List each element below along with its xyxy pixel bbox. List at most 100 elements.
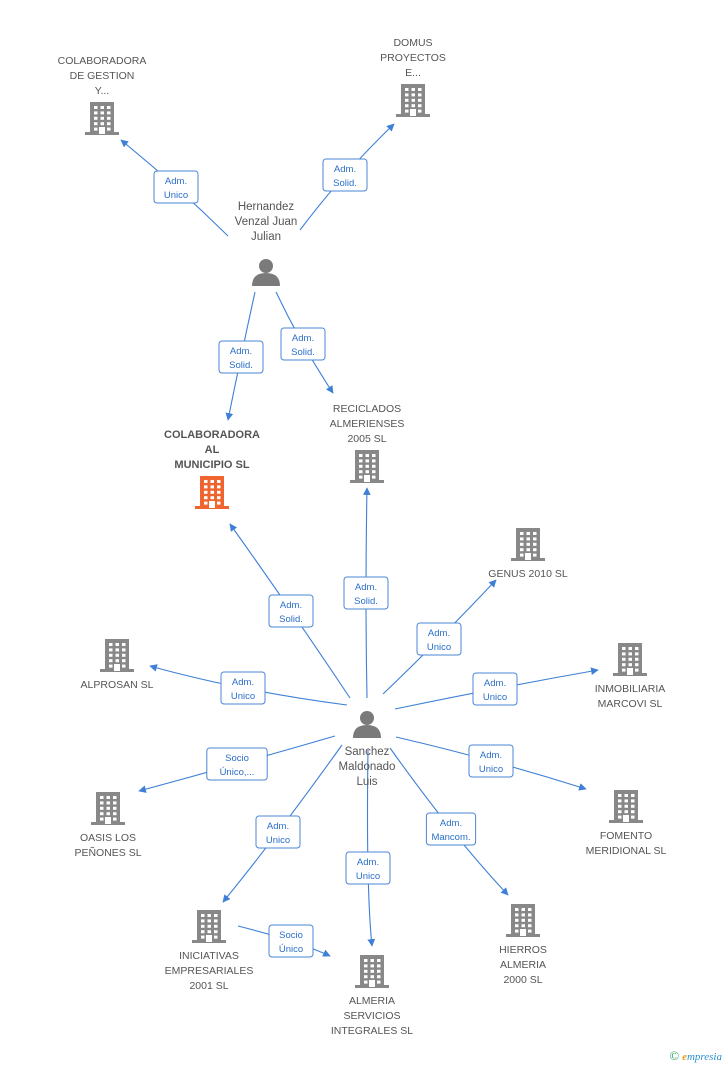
node-label: AL	[205, 444, 220, 456]
node-label: EMPRESARIALES	[165, 965, 254, 977]
edge-label-text: Solid.	[229, 360, 253, 371]
edge-label-text: Socio	[279, 930, 303, 941]
edge-label-text: Solid.	[354, 596, 378, 607]
node-alprosan[interactable]: ALPROSAN SL	[81, 639, 154, 691]
edge-label[interactable]: Adm.Unico	[416, 622, 462, 656]
building-icon	[350, 450, 384, 483]
node-label: HIERROS	[499, 944, 547, 956]
node-label: ALMERIENSES	[330, 418, 405, 430]
node-label: MARCOVI SL	[598, 698, 663, 710]
edge-label-box	[153, 170, 199, 204]
edge-label-text: Adm.	[165, 176, 187, 187]
edge-label[interactable]: Adm. Mancom.	[425, 812, 477, 846]
node-label: FOMENTO	[600, 830, 652, 842]
edge-label-box	[268, 924, 314, 958]
edge-label[interactable]: Adm.Unico	[472, 672, 518, 706]
edge-label-text: Unico	[483, 692, 507, 703]
node-label: 2005 SL	[347, 433, 386, 445]
brand-footer[interactable]: © empresia	[669, 1048, 722, 1064]
node-label: INMOBILIARIA	[595, 683, 666, 695]
node-label: Sanchez	[345, 746, 390, 758]
edge-label-text: Solid.	[279, 614, 303, 625]
edge-label-box	[468, 744, 514, 778]
node-label: Luis	[356, 776, 377, 788]
edge-label-text: Adm.	[292, 333, 314, 344]
edge-label-text: Adm.	[355, 582, 377, 593]
edge-label[interactable]: Adm. Solid.	[268, 594, 314, 628]
edge-label[interactable]: Adm. Solid.	[280, 327, 326, 361]
node-label: ALPROSAN SL	[81, 679, 154, 691]
edge-label[interactable]: Adm. Solid.	[218, 340, 264, 374]
node-label: SERVICIOS	[344, 1010, 401, 1022]
person-icon	[252, 259, 280, 286]
building-icon	[100, 639, 134, 672]
node-reciclados[interactable]: RECICLADOS ALMERIENSES 2005 SL	[330, 403, 405, 483]
node-label: Y...	[95, 85, 109, 97]
edge-label[interactable]: Adm.Unico	[345, 851, 391, 885]
edge-label-box	[343, 576, 389, 610]
node-label: DOMUS	[393, 37, 432, 49]
edge-label-text: Único	[279, 944, 303, 955]
edge-label-text: Adm.	[267, 821, 289, 832]
node-label: Maldonado	[339, 761, 396, 773]
node-domus[interactable]: DOMUSPROYECTOSE...	[380, 37, 446, 117]
edge-label-text: Solid.	[333, 178, 357, 189]
edge-label[interactable]: Adm. Unico	[220, 671, 266, 705]
edge-label-text: Unico	[231, 691, 255, 702]
building-icon	[609, 790, 643, 823]
edge-label-box	[218, 340, 264, 374]
edge-label-text: Adm.	[480, 750, 502, 761]
building-icon	[192, 910, 226, 943]
edge-label-text: Adm.	[232, 677, 254, 688]
edge-label[interactable]: SocioÚnico,...	[206, 747, 268, 781]
building-icon	[396, 84, 430, 117]
edge-label-box	[322, 158, 368, 192]
edge-label[interactable]: Adm. Unico	[153, 170, 199, 204]
person-icon	[353, 711, 381, 738]
brand-initial: e	[682, 1051, 687, 1063]
edge-label-box	[472, 672, 518, 706]
edge-label[interactable]: Adm. Unico	[468, 744, 514, 778]
edge-label-box	[268, 594, 314, 628]
building-icon	[511, 528, 545, 561]
edge-label-text: Adm.	[428, 628, 450, 639]
building-icon	[506, 904, 540, 937]
node-label: Julian	[251, 231, 281, 243]
edge-label-text: Adm.	[357, 857, 379, 868]
node-label: 2001 SL	[189, 980, 228, 992]
copyright-icon: ©	[669, 1048, 680, 1063]
edge-labels-layer: Adm.UnicoAdm.Solid.Adm.Solid.Adm.Solid.A…	[153, 158, 518, 958]
node-label: INTEGRALES SL	[331, 1025, 413, 1037]
node-inmobiliaria[interactable]: INMOBILIARIA MARCOVI SL	[595, 643, 666, 710]
edge-label-text: Unico	[479, 764, 503, 775]
edge-label-text: Adm.	[230, 346, 252, 357]
node-genus[interactable]: GENUS 2010 SL	[488, 528, 568, 580]
edge-label-box	[425, 812, 477, 846]
edge-label-text: Unico	[164, 190, 188, 201]
edge-label-text: Adm.	[280, 600, 302, 611]
node-label: GENUS 2010 SL	[488, 568, 568, 580]
edge-label-text: Mancom.	[431, 832, 470, 843]
edge-label[interactable]: Adm.Unico	[255, 815, 301, 849]
edge-label[interactable]: Adm.Solid.	[322, 158, 368, 192]
edge-label[interactable]: Adm. Solid.	[343, 576, 389, 610]
edge-label-text: Adm.	[440, 818, 462, 829]
edge-label-text: Único,...	[220, 767, 255, 778]
node-label: DE GESTION	[70, 70, 135, 82]
node-label: Hernandez	[238, 201, 295, 213]
edge-label-text: Solid.	[291, 347, 315, 358]
node-label: RECICLADOS	[333, 403, 401, 415]
edge-label-text: Socio	[225, 753, 249, 764]
building-icon	[355, 955, 389, 988]
